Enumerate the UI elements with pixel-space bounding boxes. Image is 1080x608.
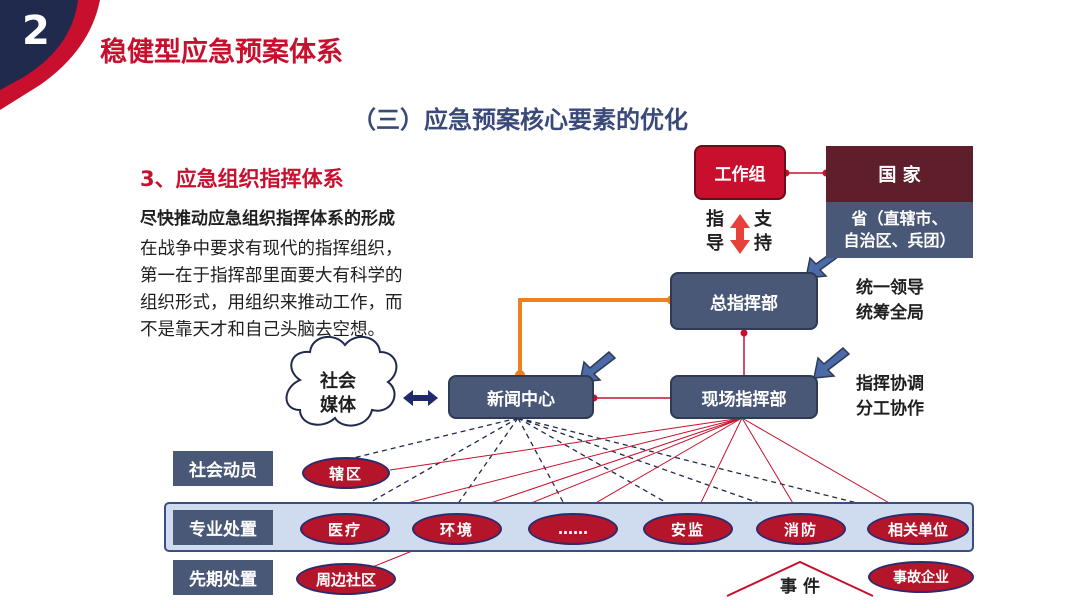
state-box: 国 家 [826, 146, 973, 202]
oval-community: 周边社区 [296, 563, 396, 595]
row-label-text: 社会动员 [189, 461, 257, 481]
province-box: 省（直辖市、 自治区、兵团） [826, 202, 973, 258]
guide-char: 指 [706, 209, 724, 230]
subtitle: （三）应急预案核心要素的优化 [352, 106, 688, 134]
hq-label: 总指挥部 [710, 293, 778, 314]
hq-note-line: 统一领导 [856, 278, 924, 298]
left-paragraph: 在战争中要求有现代的指挥组织， 第一在于指挥部里面要大有科学的 组织形式，用组织… [140, 236, 403, 344]
oval-district: 辖区 [302, 457, 390, 489]
news-hq-orange-line [518, 298, 672, 375]
guide-support-arrow [730, 214, 750, 254]
site-note: 指挥协调 分工协作 [856, 372, 924, 422]
work-group-box: 工作组 [694, 145, 786, 200]
row-label-social: 社会动员 [173, 451, 273, 486]
site-hq-label: 现场指挥部 [701, 389, 787, 410]
guide-label: 指 导 [706, 208, 724, 256]
oval-environment: 环境 [412, 513, 502, 545]
paragraph-line: 组织形式，用组织来推动工作，而 [140, 293, 403, 313]
oval-related: 相关单位 [867, 513, 969, 545]
row-label-early: 先期处置 [173, 560, 273, 595]
social-media-line: 社会 [320, 371, 356, 392]
hq-note-line: 统筹全局 [856, 303, 924, 323]
site-hq-box: 现场指挥部 [670, 375, 818, 419]
guide-char: 导 [706, 233, 724, 254]
news-center-label: 新闻中心 [487, 389, 555, 410]
province-line: 自治区、兵团） [843, 231, 956, 250]
work-group-label: 工作组 [714, 165, 766, 185]
row-label-text: 专业处置 [189, 520, 257, 540]
news-dashed-lines [344, 417, 906, 516]
site-note-line: 分工协作 [856, 399, 924, 419]
oval-fire: 消防 [756, 513, 846, 545]
media-news-arrow [403, 390, 438, 406]
row-label-text: 先期处置 [189, 570, 257, 590]
social-media-cloud [285, 336, 398, 427]
section-number: 2 [22, 8, 50, 54]
support-label: 支 持 [754, 208, 772, 256]
social-media-line: 媒体 [320, 395, 356, 416]
social-media-label: 社会 媒体 [320, 370, 356, 418]
event-triangle [726, 560, 874, 597]
paragraph-line: 第一在于指挥部里面要大有科学的 [140, 266, 403, 286]
hq-note: 统一领导 统筹全局 [856, 276, 924, 326]
row-label-professional: 专业处置 [173, 510, 273, 545]
hq-box: 总指挥部 [670, 272, 818, 330]
support-char: 持 [754, 233, 772, 254]
support-char: 支 [754, 209, 772, 230]
event-label: 事件 [780, 577, 826, 597]
oval-safety: 安监 [643, 513, 733, 545]
news-center-box: 新闻中心 [448, 375, 594, 419]
oval-dots: …… [528, 513, 618, 545]
paragraph-line: 在战争中要求有现代的指挥组织， [140, 239, 403, 259]
state-label: 国 家 [878, 165, 921, 186]
oval-medical: 医疗 [300, 513, 390, 545]
left-heading: 3、应急组织指挥体系 [140, 167, 344, 191]
page-title: 稳健型应急预案体系 [100, 37, 343, 68]
site-note-line: 指挥协调 [856, 374, 924, 394]
province-line: 省（直辖市、 [851, 209, 948, 228]
paragraph-line: 不是靠天才和自己头脑去空想。 [140, 320, 385, 340]
oval-accident-company: 事故企业 [868, 561, 974, 593]
corner-navy-shape [0, 0, 78, 90]
left-subheading: 尽快推动应急组织指挥体系的形成 [140, 209, 395, 229]
